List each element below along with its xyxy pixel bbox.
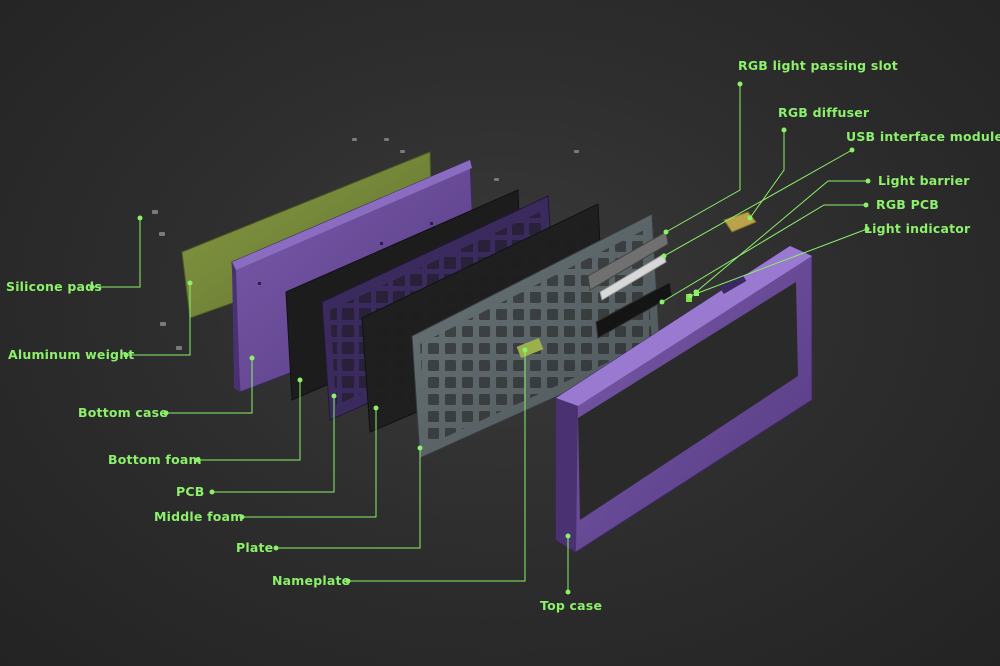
rgb-light-slot-part [587, 231, 669, 291]
label-pcb: PCB [176, 484, 205, 499]
label-bottom-foam: Bottom foam [108, 452, 202, 467]
label-silicone-pads: Silicone pads [6, 279, 102, 294]
screws-group [152, 138, 579, 350]
label-rgb-diffuser: RGB diffuser [778, 105, 870, 120]
leader-dots [89, 81, 871, 595]
label-light-indicator: Light indicator [864, 221, 971, 236]
rgb-diffuser-part [599, 253, 667, 301]
leader-lines [92, 84, 868, 592]
top-case-layer [555, 245, 813, 553]
label-light-barrier: Light barrier [878, 173, 970, 188]
label-plate: Plate [236, 540, 274, 555]
label-nameplate: Nameplate [272, 573, 351, 588]
nameplate-part [516, 337, 544, 359]
usb-module-part [723, 211, 757, 233]
label-rgb-pcb: RGB PCB [876, 197, 940, 212]
label-middle-foam: Middle foam [154, 509, 244, 524]
label-aluminum-weight: Aluminum weight [8, 347, 135, 362]
label-top-case: Top case [540, 598, 603, 613]
label-usb-interface-module: USB interface module [846, 129, 1000, 144]
label-bottom-case: Bottom case [78, 405, 168, 420]
label-rgb-light-passing-slot: RGB light passing slot [738, 58, 898, 73]
